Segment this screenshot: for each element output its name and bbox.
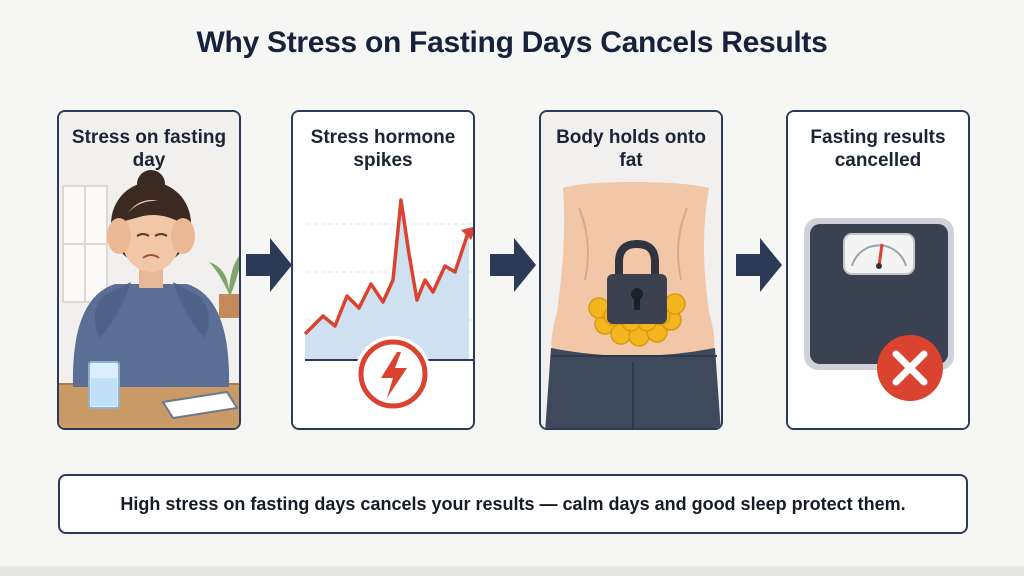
right-arrow-icon <box>736 238 782 292</box>
step-label: Fasting results cancelled <box>810 127 946 171</box>
scale-with-x-illustration <box>788 112 968 428</box>
step-panel-fat: Body holds onto fat <box>539 110 723 430</box>
page-title: Why Stress on Fasting Days Cancels Resul… <box>196 26 828 59</box>
right-arrow-icon <box>490 238 536 292</box>
right-arrow-icon <box>246 238 292 292</box>
summary-text: High stress on fasting days cancels your… <box>120 494 906 514</box>
step-panel-hormone: Stress hormone spikes <box>291 110 475 430</box>
step-label: Stress hormone spikes <box>310 127 456 171</box>
step-panel-stress: Stress on fasting day <box>57 110 241 430</box>
summary-box: High stress on fasting days cancels your… <box>58 474 968 534</box>
step-panel-cancelled: Fasting results cancelled <box>786 110 970 430</box>
locked-belly-fat-illustration <box>541 112 721 428</box>
stressed-woman-illustration <box>59 112 239 428</box>
hormone-spike-chart-illustration <box>293 112 473 428</box>
step-label: Stress on fasting day <box>71 127 227 171</box>
bottom-strip <box>0 566 1024 576</box>
step-label: Body holds onto fat <box>556 127 706 171</box>
